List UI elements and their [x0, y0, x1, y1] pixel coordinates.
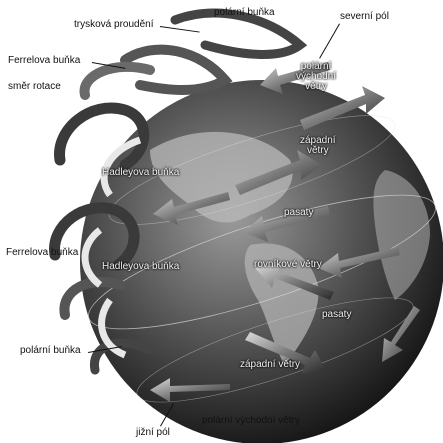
label-trade-winds-south: pasaty — [322, 310, 351, 320]
label-south-pole: jižní pól — [136, 428, 170, 438]
label-north-pole: severní pól — [340, 12, 389, 22]
label-polar-cell-top: polární buňka — [214, 8, 275, 18]
label-equatorial-winds: rovníkové větry — [254, 260, 322, 270]
polar-cell-loop-north — [175, 13, 300, 54]
label-westerlies-north: západní větry — [300, 136, 336, 156]
label-ferrel-cell-bottom: Ferrelova buňka — [6, 248, 78, 258]
label-hadley-cell-north: Hadleyova buňka — [102, 168, 179, 178]
label-westerlies-south: západní větry — [240, 360, 300, 370]
label-polar-easterlies-north: polární východní větry — [296, 62, 336, 92]
label-trade-winds-north: pasaty — [284, 208, 313, 218]
label-ferrel-cell-top: Ferrelova buňka — [8, 56, 80, 66]
label-jet-stream: trysková proudění — [74, 20, 154, 30]
label-rotation-direction: směr rotace — [8, 82, 61, 92]
label-polar-easterlies-south: polární východní větry — [202, 416, 300, 426]
label-polar-cell-bottom: polární buňka — [20, 346, 81, 356]
label-hadley-cell-south: Hadleyova buňka — [102, 262, 179, 272]
